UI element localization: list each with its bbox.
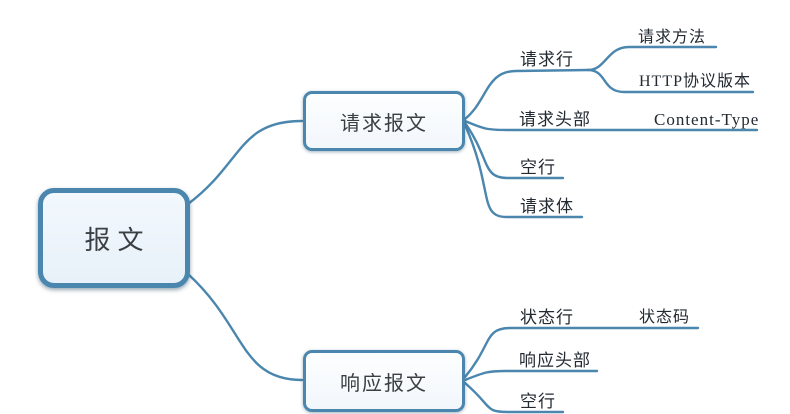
connector-request-line [463, 68, 590, 121]
subtopic-empty-line-response[interactable]: 空行 [520, 392, 556, 411]
subtopic-request-line[interactable]: 请求行 [520, 50, 574, 69]
subtopic-request-body[interactable]: 请求体 [520, 197, 574, 216]
connector-root-request [186, 119, 304, 206]
connector-response-headers [463, 369, 599, 382]
branch-topic-request-label: 请求报文 [340, 112, 428, 135]
connector-request-body [463, 123, 584, 219]
subtopic-request-headers[interactable]: 请求头部 [519, 110, 591, 129]
connector-request-method [586, 45, 718, 72]
subtopic-content-type[interactable]: Content-Type [654, 110, 760, 129]
branch-topic-response-label: 响应报文 [340, 372, 428, 395]
root-topic[interactable]: 报文 [38, 188, 190, 288]
subtopic-status-line[interactable]: 状态行 [520, 308, 574, 327]
subtopic-status-code[interactable]: 状态码 [639, 309, 691, 326]
branch-topic-request[interactable]: 请求报文 [303, 91, 465, 151]
connector-empty-line-response [463, 381, 565, 414]
connector-empty-line-request [463, 121, 565, 180]
subtopic-empty-line-request[interactable]: 空行 [520, 158, 556, 177]
connector-request-headers [463, 119, 759, 132]
subtopic-request-method[interactable]: 请求方法 [638, 29, 707, 46]
connector-root-response [186, 272, 304, 382]
branch-topic-response[interactable]: 响应报文 [303, 350, 465, 412]
subtopic-http-version[interactable]: HTTP协议版本 [639, 73, 752, 90]
subtopic-response-headers[interactable]: 响应头部 [519, 351, 591, 370]
root-topic-label: 报文 [84, 225, 151, 255]
connector-status-line [463, 326, 700, 379]
connector-http-version [586, 68, 755, 94]
